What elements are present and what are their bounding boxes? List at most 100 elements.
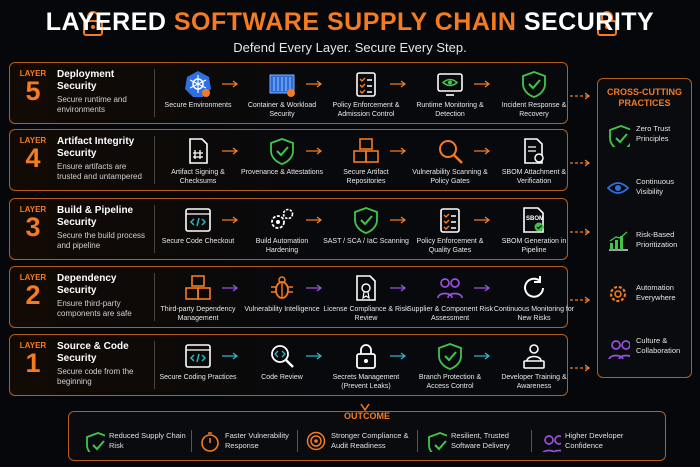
- outcome-item: Stronger Compliance & Audit Readiness: [305, 427, 415, 457]
- cross-cutting-label: Risk-Based Prioritization: [636, 230, 678, 249]
- step-label: Secrets Management (Prevent Leaks): [332, 374, 400, 390]
- layer-step: Artifact Signing & Checksums: [155, 136, 241, 186]
- layer-number: 5: [25, 76, 41, 106]
- outcome-label: Faster Vulnerability Response: [225, 431, 289, 450]
- magnifier-code-icon: [271, 345, 294, 368]
- arrow-right-icon: [306, 80, 323, 88]
- step-label: Incident Response & Recovery: [501, 102, 567, 118]
- cross-cutting-item: Continuous Visibility: [604, 174, 688, 204]
- arrow-right-icon: [222, 216, 239, 224]
- layer-word: LAYER: [19, 341, 47, 350]
- arrow-right-icon: [222, 284, 239, 292]
- layer-step: Provenance & Attestations: [239, 136, 325, 177]
- sbom-icon: SBOM: [523, 207, 544, 233]
- step-label: Build Automation Hardening: [255, 238, 309, 254]
- step-label: Code Review: [261, 374, 303, 381]
- outcome-separator: [297, 430, 298, 452]
- bar-chart-icon: [609, 231, 628, 251]
- cross-cutting-label: Automation Everywhere: [636, 283, 676, 302]
- outcome-label: Resilient, Trusted Software Delivery: [451, 431, 510, 450]
- layer-number: 3: [25, 212, 41, 242]
- outcome-panel: OUTCOME Reduced Supply Chain Risk Faster …: [68, 411, 666, 461]
- cross-cutting-label: Zero Trust Principles: [636, 124, 671, 143]
- boxes-icon: [353, 138, 379, 163]
- layer-step: Secure Code Checkout: [155, 205, 241, 246]
- shield-check-icon: [270, 138, 294, 165]
- arrow-right-icon: [474, 284, 491, 292]
- step-label: Vulnerability Intelligence: [244, 306, 320, 313]
- step-label: Developer Training & Awareness: [501, 374, 567, 390]
- layer-divider: [154, 273, 155, 321]
- arrow-right-icon: [306, 216, 323, 224]
- cross-cutting-title: CROSS-CUTTING PRACTICES: [607, 87, 682, 108]
- layer-word: LAYER: [19, 136, 47, 145]
- eye-icon: [606, 182, 630, 194]
- layer-word: LAYER: [19, 273, 47, 282]
- people-icon: [542, 435, 561, 452]
- shield-check-icon: [428, 432, 447, 452]
- layer-step: License Compliance & Risk Review: [323, 273, 409, 323]
- layer-title: Artifact Integrity Security: [57, 136, 135, 159]
- step-label: Policy Enforcement & Quality Gates: [416, 238, 484, 254]
- outcome-title: OUTCOME: [344, 411, 390, 421]
- kubernetes-icon: [185, 71, 211, 97]
- layer-description: Ensure third-party components are safe: [57, 299, 132, 318]
- container-icon: [269, 74, 295, 97]
- shield-check-icon: [438, 343, 462, 370]
- arrow-right-icon: [306, 147, 323, 155]
- layer-description: Secure runtime and environments: [57, 95, 127, 114]
- layer-divider: [154, 341, 155, 389]
- layer-step: Build Automation Hardening: [239, 205, 325, 255]
- arrow-right-icon: [474, 147, 491, 155]
- layer-step: Vulnerability Scanning & Policy Gates: [407, 136, 493, 186]
- arrow-right-icon: [474, 352, 491, 360]
- arrow-right-icon: [474, 216, 491, 224]
- layer-title: Deployment Security: [57, 69, 115, 92]
- step-label: License Compliance & Risk Review: [323, 306, 409, 322]
- people-icon: [608, 340, 630, 359]
- step-label: Secure Environments: [164, 102, 232, 109]
- dashed-arrow-icon: [570, 228, 591, 236]
- layer-number: 4: [25, 143, 41, 173]
- code-window-icon: [185, 208, 211, 232]
- outcome-separator: [417, 430, 418, 452]
- step-label: Branch Protection & Access Control: [418, 374, 482, 390]
- layer-step: Secrets Management (Prevent Leaks): [323, 341, 409, 391]
- layer-divider: [154, 205, 155, 253]
- cross-cutting-label: Culture & Collaboration: [636, 336, 681, 355]
- cross-cutting-panel: CROSS-CUTTING PRACTICES Zero Trust Princ…: [597, 78, 692, 378]
- arrow-right-icon: [306, 284, 323, 292]
- layer-step: Container & Workload Security: [239, 69, 325, 119]
- step-label: Secure Coding Practices: [159, 374, 237, 381]
- document-gear-icon: [524, 138, 544, 164]
- layer-step: Developer Training & Awareness: [491, 341, 577, 391]
- layer-description: Secure code from the beginning: [57, 367, 134, 386]
- monitor-eye-icon: [437, 73, 463, 96]
- layer-description: Secure the build process and pipeline: [57, 231, 146, 250]
- outcome-label: Reduced Supply Chain Risk: [109, 431, 186, 450]
- layer-step: Third-party Dependency Management: [155, 273, 241, 323]
- shield-check-icon: [522, 71, 546, 98]
- cross-cutting-item: Culture & Collaboration: [604, 333, 688, 363]
- layer-title: Source & Code Security: [57, 341, 129, 364]
- step-label: Supplier & Component Risk Assessment: [407, 306, 493, 322]
- lock-icon: [596, 10, 618, 36]
- cross-cutting-item: Zero Trust Principles: [604, 121, 688, 151]
- layer-divider: [154, 69, 155, 117]
- cross-cutting-label: Continuous Visibility: [636, 177, 674, 196]
- layer-step: Continuous Monitoring for New Risks: [491, 273, 577, 323]
- step-label: Runtime Monitoring & Detection: [416, 102, 484, 118]
- step-label: Provenance & Attestations: [240, 169, 324, 176]
- refresh-icon: [524, 276, 544, 298]
- lock-icon: [356, 344, 376, 369]
- layer-divider: [154, 136, 155, 184]
- people-icon: [437, 278, 463, 299]
- step-label: Secure Code Checkout: [161, 238, 235, 245]
- layer-step: Code Review: [239, 341, 325, 382]
- step-label: Third-party Dependency Management: [160, 306, 236, 322]
